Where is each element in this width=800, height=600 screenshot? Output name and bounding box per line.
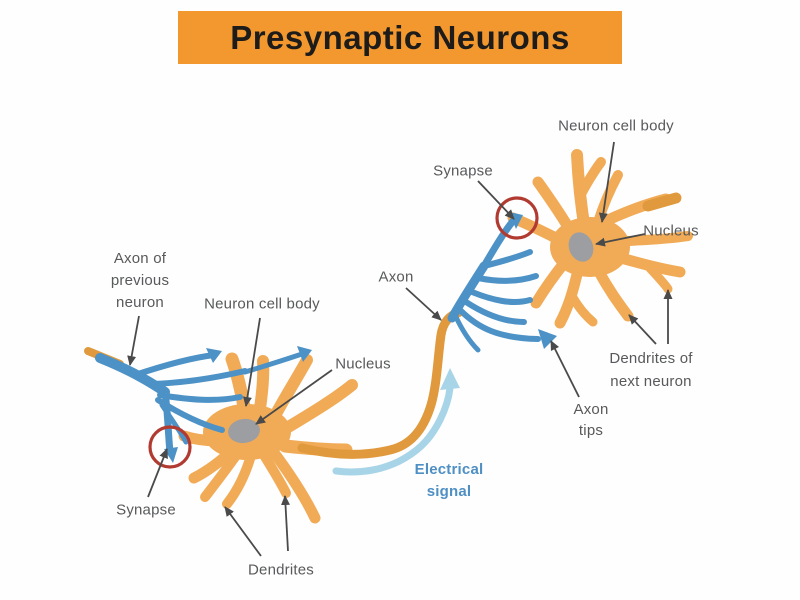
arrow-synapse-left [147,448,168,498]
cut-dendrite-tip [642,192,682,212]
label-dendrites: Dendrites [248,561,314,579]
label-neuron-cell-body-right: Neuron cell body [558,117,674,135]
left-neuron [84,308,463,524]
arrow-axon [405,287,442,321]
left-synapse-ring [148,425,192,469]
arrow-dendrites-left-2 [280,495,290,552]
right-neuron [447,149,693,353]
label-nucleus-left: Nucleus [335,355,391,373]
left-nucleus [228,418,260,444]
label-nucleus-right: Nucleus [643,222,699,240]
label-neuron-cell-body-left: Neuron cell body [204,295,320,313]
arrow-axon-tips [550,340,580,398]
arrow-axon-previous [127,315,140,366]
arrow-synapse-right [477,180,515,220]
arrow-dendrites-left-1 [224,506,262,557]
right-synapse-ring [495,196,539,240]
label-synapse-left: Synapse [116,501,176,519]
electrical-signal-arrow [332,368,460,476]
label-synapse-right: Synapse [433,162,493,180]
label-electrical-signal: Electrical signal [414,461,484,500]
axon-path [297,308,463,459]
right-neuron-cell-body [507,149,693,329]
label-dendrites-of-next-neuron: Dendrites of next neuron [609,350,693,390]
page-title: Presynaptic Neurons [230,18,570,56]
label-axon-tips: Axon tips [573,401,609,439]
label-axon: Axon [378,268,414,286]
label-axon-of-previous-neuron: Axon of previous neuron [110,250,170,311]
title-banner: Presynaptic Neurons [178,11,622,64]
arrow-nucleus-right [595,233,646,247]
arrow-dendrites-next-1 [628,314,657,345]
arrow-nucleus-left [255,369,333,425]
right-nucleus [568,232,594,262]
label-arrows [127,141,673,557]
left-neuron-cell-body [178,352,358,524]
previous-axon-terminal [95,346,312,463]
axon-terminal [447,212,557,353]
arrow-cell-body-left [242,317,261,407]
arrow-cell-body-right [598,141,615,223]
